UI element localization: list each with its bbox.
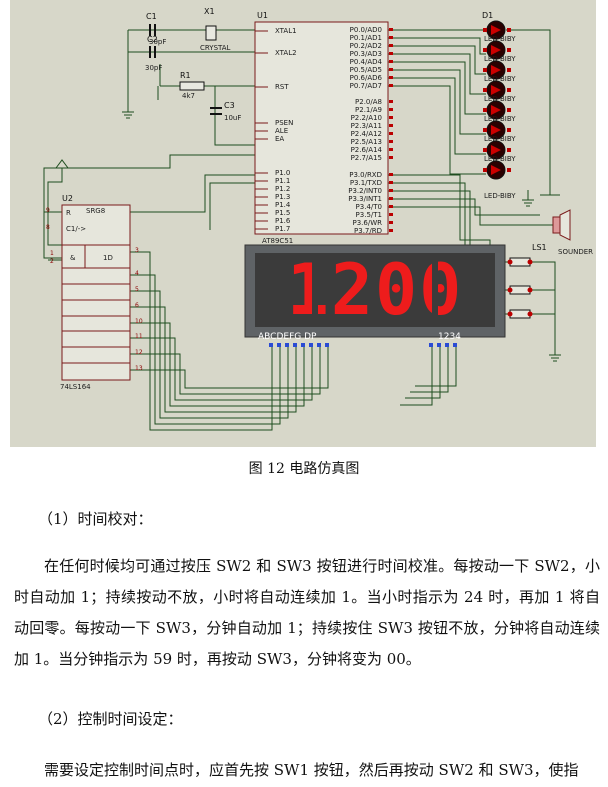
ls1-label: LS1 [532,243,547,252]
u1-pin-label: P1.1 [275,177,290,185]
r1-value: 4k7 [182,92,195,100]
x1-value: CRYSTAL [200,44,231,52]
u1-pin-label: P2.7/A15 [351,154,382,162]
svg-text:3: 3 [135,247,139,254]
u1-pin-label: P3.0/RXD [349,171,382,179]
led [483,20,511,40]
u1-pin-label: P3.5/T1 [356,211,382,219]
r1-label: R1 [180,71,191,80]
u1-pin-label: P1.2 [275,185,290,193]
led-part-label: LED-BIBY [484,155,516,163]
u1-pin-label: P0.6/AD6 [350,74,383,82]
u1-pin-label: P1.4 [275,201,291,209]
c1-label: C1 [146,12,157,21]
u1-pin-label: P0.1/AD1 [350,34,382,42]
c1-value: 30pF [149,38,166,46]
svg-text:13: 13 [135,365,143,372]
x1-label: X1 [204,7,215,16]
led-part-label: LED-BIBY [484,55,516,63]
section1-heading: （1）时间校对： [38,510,153,528]
u1-pin-label: EA [275,135,284,143]
svg-text:R: R [66,209,71,217]
c3-value: 10uF [224,114,241,122]
led-part-label: LED-BIBY [484,192,516,200]
u1-pin-label: P2.0/A8 [355,98,382,106]
sounder-part: SOUNDER [558,248,593,256]
u1-pin-label: P0.5/AD5 [350,66,382,74]
section1-paragraph: 在任何时候均可通过按压 SW2 和 SW3 按钮进行时间校准。每按动一下 SW2… [14,557,600,668]
svg-text:4: 4 [135,270,139,277]
u1-pin-label: P3.6/WR [353,219,383,227]
u1-pin-label: PSEN [275,119,293,127]
svg-text:10: 10 [135,318,143,325]
svg-text:1: 1 [50,250,54,257]
u1-pin-label: P1.6 [275,217,291,225]
led-part-label: LED-BIBY [484,95,516,103]
d1-label: D1 [482,11,493,20]
svg-text:1D: 1D [103,254,113,262]
u1-pin-label: P2.1/A9 [355,106,382,114]
led-part-label: LED-BIBY [484,115,516,123]
u1-pin-label: P2.5/A13 [351,138,382,146]
section2-heading: （2）控制时间设定： [38,710,183,728]
u1-pin-label: P3.7/RD [354,227,382,235]
u1-pin-label: P2.2/A10 [351,114,382,122]
u2-block: SRG8 [86,207,105,215]
u2-part: 74LS164 [60,383,91,391]
led: LED-BIBY [483,155,516,180]
svg-text:&: & [70,254,76,262]
u1-pin-label: XTAL1 [275,27,297,35]
led-part-label: LED-BIBY [484,135,516,143]
u1-pin-label: P0.4/AD4 [350,58,383,66]
u1-pin-label: P1.5 [275,209,290,217]
led-part-label: LED-BIBY [484,35,516,43]
u1-part: AT89C51 [262,237,293,245]
u1-pin-label: P2.4/A12 [351,130,382,138]
display-digit-label: 1234 [438,332,461,342]
circuit-simulation-figure: C1 30pF C2 30pF X1 CRYSTAL R1 4k7 C3 10u… [10,0,596,447]
svg-text:8: 8 [46,224,50,231]
u1-pin-label: P3.3/INT1 [348,195,382,203]
c2-label: C2 [147,35,158,44]
led-bar-graph: LED-BIBY LED-BIBY LED-BIBY LED-BIBY LED-BIBY… [483,20,516,200]
section2-paragraph: 需要设定控制时间点时，应首先按 SW1 按钮，然后再按动 SW2 和 SW3，使… [44,761,579,779]
u2-label: U2 [62,194,73,203]
u1-pin-label: ALE [275,127,288,135]
svg-text:5: 5 [135,286,139,293]
u1-pin-label: P3.2/INT0 [348,187,382,195]
u1-pin-label: P0.7/AD7 [350,82,382,90]
figure-caption: 图 12 电路仿真图 [248,461,360,477]
u1-pin-label: P1.7 [275,225,290,233]
led: LED-BIBY [483,115,516,140]
svg-text:12: 12 [135,349,143,356]
u1-pin-label: P0.2/AD2 [350,42,382,50]
display-segment-label: ABCDEFG DP [258,332,317,342]
u1-pin-label: RST [275,83,289,91]
led: LED-BIBY [483,95,516,120]
led: LED-BIBY [483,135,516,160]
u1-pin-label: P0.3/AD3 [350,50,382,58]
u1-label: U1 [257,11,268,20]
u1-right-pins: P0.0/AD0P0.1/AD1P0.2/AD2P0.3/AD3P0.4/AD4… [348,26,393,235]
u1-pin-label: P2.6/A14 [351,146,383,154]
u1-pin-label: XTAL2 [275,49,297,57]
u1-pin-label: P3.1/TXD [350,179,382,187]
svg-text:C1/->: C1/-> [66,225,86,233]
u1-pin-label: P0.0/AD0 [350,26,382,34]
led: LED-BIBY [483,55,516,80]
u1-pin-label: P1.0 [275,169,290,177]
c3-label: C3 [224,101,235,110]
c2-value: 30pF [145,64,162,72]
u1-left-pins: XTAL1XTAL2RSTPSENALEEAP1.0P1.1P1.2P1.3P1… [255,27,297,233]
u1-pin-label: P1.3 [275,193,290,201]
u1-pin-label: P2.3/A11 [351,122,382,130]
led-part-label: LED-BIBY [484,75,516,83]
svg-text:11: 11 [135,333,143,340]
svg-text:2: 2 [50,258,54,265]
u1-pin-label: P3.4/T0 [356,203,382,211]
svg-text:9: 9 [46,207,50,214]
led: LED-BIBY [483,75,516,100]
led: LED-BIBY [483,35,516,60]
svg-text:6: 6 [135,302,139,309]
